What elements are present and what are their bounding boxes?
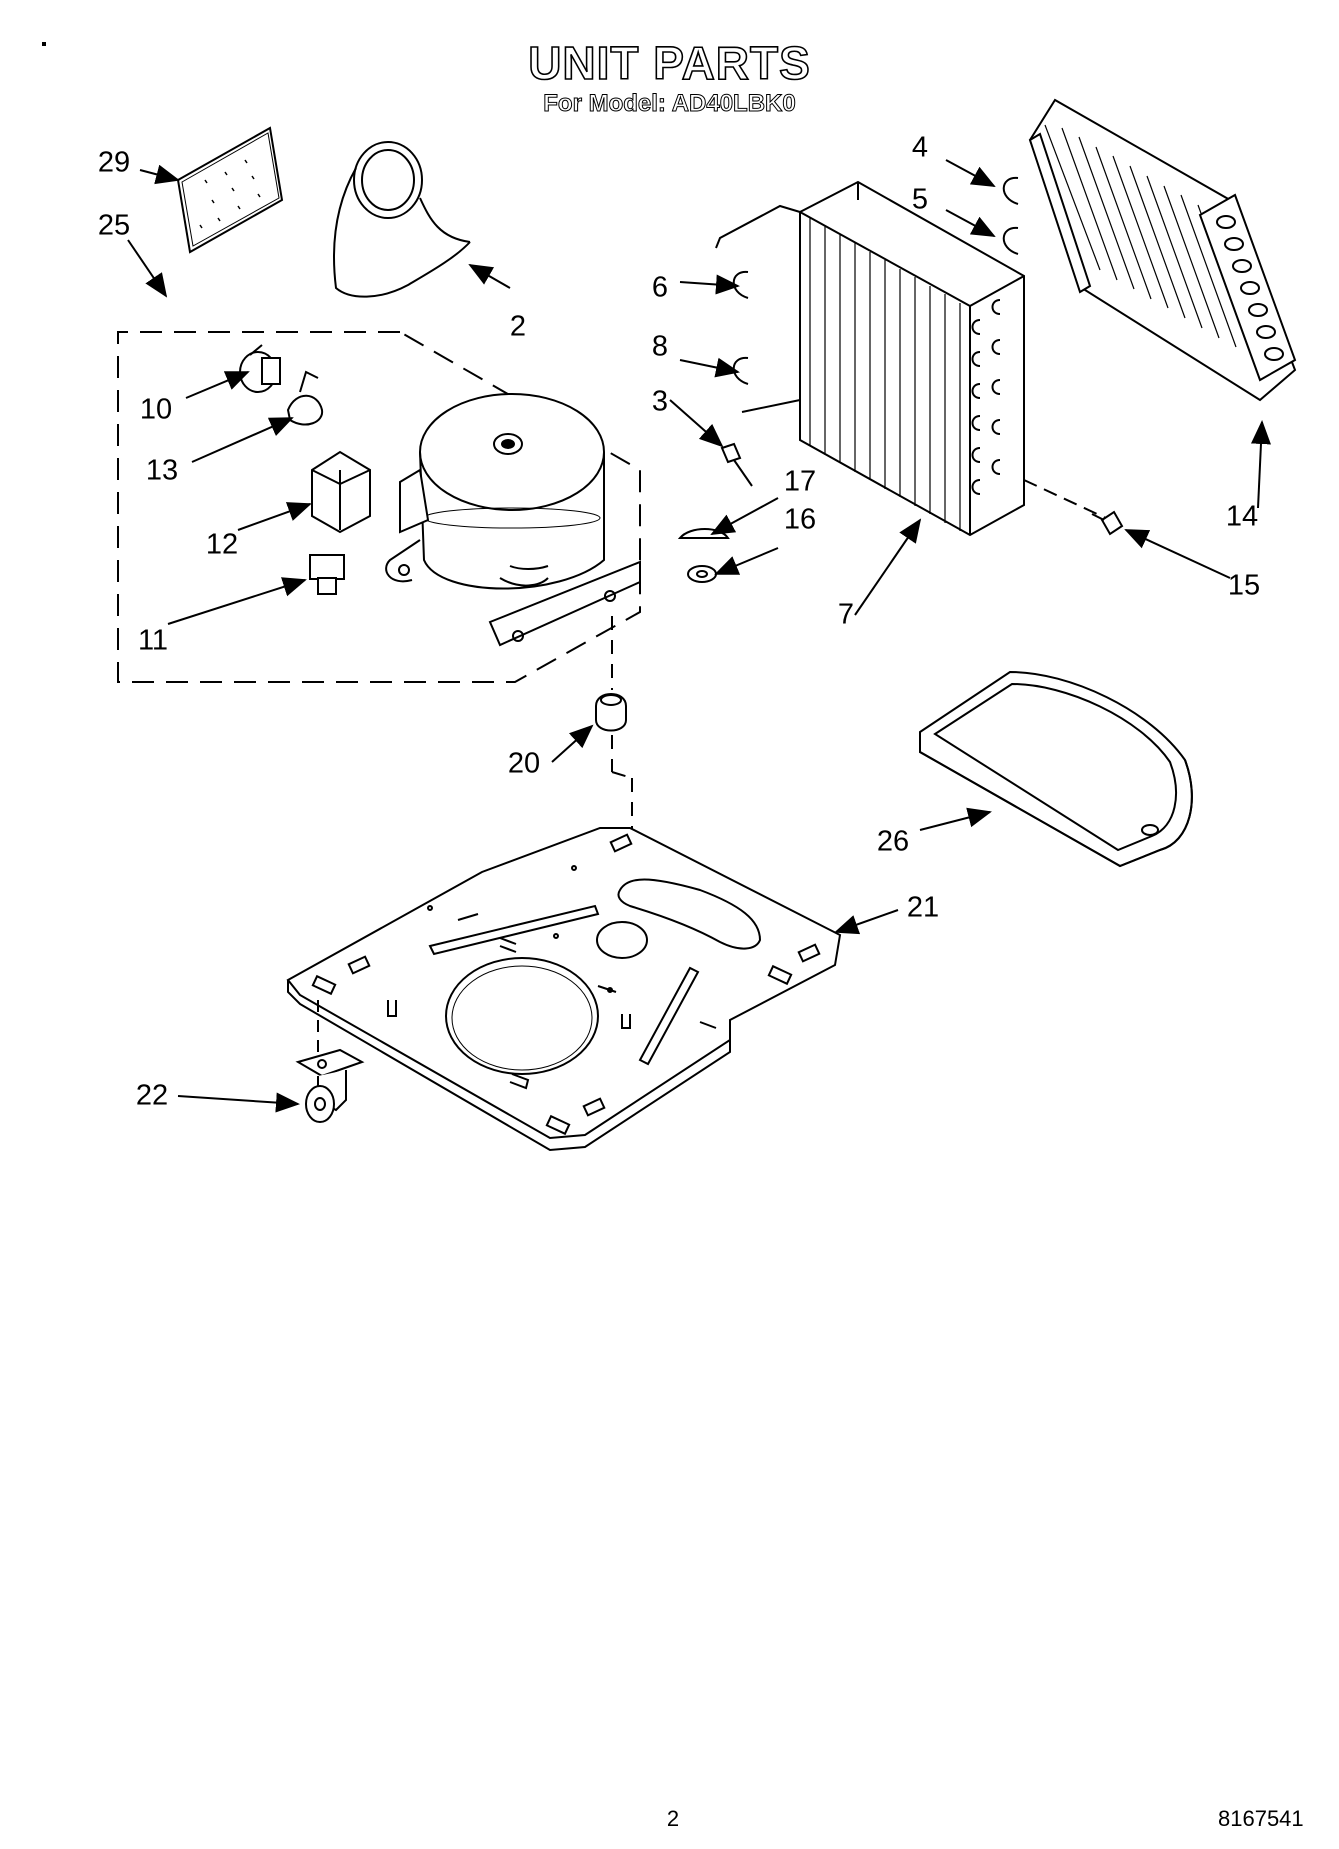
washer-part <box>687 565 717 583</box>
callout-13: 13 <box>145 454 179 487</box>
clip-part <box>286 370 324 426</box>
caster-wheel-part <box>295 1048 365 1123</box>
callout-8: 8 <box>651 330 669 363</box>
document-id: 8167541 <box>1218 1806 1304 1831</box>
fitting-part <box>1091 510 1124 536</box>
callout-26: 26 <box>876 825 910 858</box>
callout-21: 21 <box>906 891 940 924</box>
leader-arrows <box>127 159 1271 1113</box>
callout-2: 2 <box>509 310 527 343</box>
drain-pan-part <box>919 670 1193 868</box>
callout-16: 16 <box>783 503 817 536</box>
callout-4: 4 <box>911 131 929 164</box>
grommet-part <box>677 528 730 539</box>
evaporator-coil-part <box>715 180 1111 537</box>
callout-20: 20 <box>507 747 541 780</box>
base-plate-part <box>286 827 842 1152</box>
callout-14: 14 <box>1225 500 1259 533</box>
callout-7: 7 <box>837 598 855 631</box>
relay-cover-part <box>311 450 371 534</box>
clip-5-part <box>1002 226 1019 255</box>
compressor-part <box>385 393 641 647</box>
rubber-grommet-part <box>595 693 627 732</box>
callout-12: 12 <box>205 528 239 561</box>
callout-29: 29 <box>97 146 131 179</box>
callout-10: 10 <box>139 393 173 426</box>
callout-3: 3 <box>651 385 669 418</box>
corner-mark <box>42 42 46 46</box>
air-filter-part <box>176 126 284 254</box>
callout-11: 11 <box>137 624 169 657</box>
page-title: UNIT PARTS <box>527 36 811 90</box>
model-subtitle: For Model: AD40LBK0 <box>543 90 796 118</box>
screw-part <box>720 442 753 487</box>
compressor-assembly-frame <box>117 331 641 683</box>
callout-17: 17 <box>783 465 817 498</box>
callout-25: 25 <box>97 209 131 242</box>
callout-6: 6 <box>651 271 669 304</box>
callout-5: 5 <box>911 183 929 216</box>
overload-part <box>239 344 281 393</box>
condenser-coil-part <box>1028 98 1297 402</box>
clip-4-part <box>1002 176 1019 205</box>
callout-22: 22 <box>135 1079 169 1112</box>
page-number: 2 <box>666 1806 680 1831</box>
exhaust-hose-part <box>333 141 471 298</box>
relay-part <box>309 554 345 595</box>
callout-15: 15 <box>1227 569 1261 602</box>
